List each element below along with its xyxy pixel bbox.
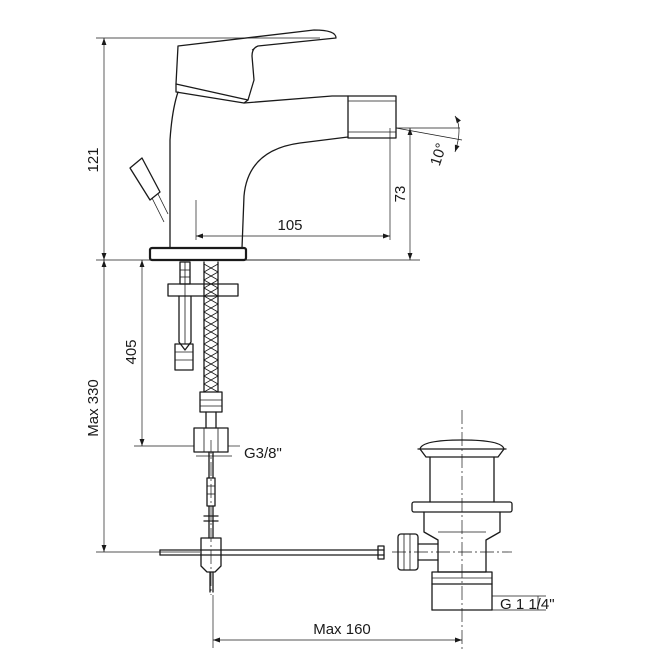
label-max330: Max 330 — [85, 379, 102, 437]
spout-bottom — [241, 136, 349, 249]
label-g38: G3/8" — [244, 445, 282, 462]
label-g114: G 1 1/4" — [500, 596, 555, 613]
under-deck-fittings — [159, 261, 385, 593]
aerator-nozzle — [347, 95, 397, 139]
body-front — [169, 91, 179, 249]
label-105: 105 — [277, 217, 302, 234]
linkage-clamp — [200, 537, 222, 573]
label-121: 121 — [85, 147, 102, 172]
hose-ferrule — [199, 391, 223, 413]
label-10deg: 10° — [427, 141, 450, 168]
label-73: 73 — [392, 186, 409, 203]
fixing-bracket — [167, 283, 239, 297]
fixing-nut — [174, 343, 194, 371]
base-plate — [148, 246, 248, 262]
braided-hose — [193, 261, 229, 453]
lever-detail — [175, 83, 249, 104]
dimension-lines — [96, 37, 546, 648]
mixer-body — [129, 29, 397, 262]
label-max160: Max 160 — [313, 621, 371, 638]
lever-handle — [175, 29, 337, 101]
dimension-labels: 121 Max 330 405 73 105 10° G3/8" G 1 1/4… — [85, 141, 555, 638]
spout-top — [243, 95, 349, 104]
dim-10deg-arc — [454, 115, 461, 153]
popup-rod — [129, 157, 169, 223]
waste-flange — [429, 456, 495, 503]
popup-waste — [210, 410, 513, 650]
label-405: 405 — [123, 339, 140, 364]
